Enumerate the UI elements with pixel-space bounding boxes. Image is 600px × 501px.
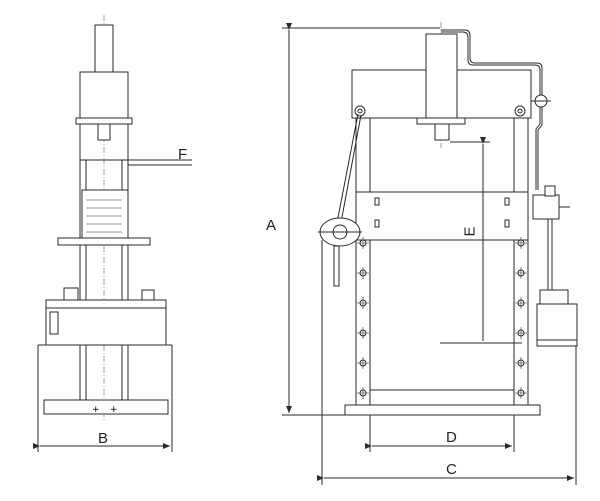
pin-hole-centerline — [515, 357, 527, 369]
pin-hole-centerline — [357, 297, 369, 309]
pin-hole-centerline — [357, 387, 369, 399]
svg-text:+: + — [92, 405, 100, 415]
dimension-label-d: D — [446, 429, 457, 446]
pin-hole-centerline — [515, 327, 527, 339]
svg-text:+: + — [110, 405, 118, 415]
pin-hole-centerline — [357, 237, 369, 249]
pin-hole-centerline — [515, 267, 527, 279]
dimension-label-f: F — [178, 146, 188, 163]
side-view: + + — [33, 15, 192, 452]
pin-hole-centerline — [357, 357, 369, 369]
dimension-label-a: A — [266, 217, 277, 234]
dimension-label-e: E — [461, 226, 479, 237]
pin-hole-centerline — [515, 237, 527, 249]
front-view — [282, 22, 578, 485]
pin-hole-centerline — [515, 387, 527, 399]
dimension-label-b: B — [98, 430, 109, 447]
column-holes — [357, 237, 527, 399]
pin-hole-centerline — [357, 267, 369, 279]
dimension-label-c: C — [446, 461, 457, 478]
pin-hole-centerline — [357, 327, 369, 339]
pin-hole-centerline — [515, 297, 527, 309]
